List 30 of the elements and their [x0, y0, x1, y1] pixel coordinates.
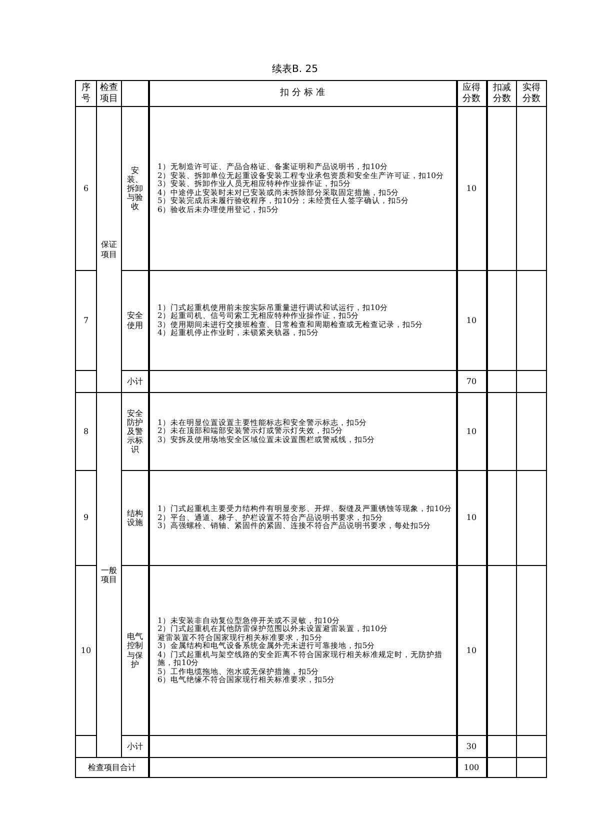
column-header: 实得分数: [522, 83, 540, 104]
table-title: 续表B. 25: [271, 62, 319, 76]
subtotal-label: 小计: [126, 742, 143, 751]
category-label: 保证项目: [101, 240, 117, 258]
full-score: 10: [466, 426, 477, 436]
check-item: 安全使用: [126, 311, 143, 330]
full-score: 10: [466, 646, 477, 655]
row-number: 7: [83, 316, 89, 325]
check-item: 安装、拆卸与验收: [126, 166, 143, 212]
full-score: 10: [466, 316, 477, 325]
row-number: 10: [80, 646, 92, 655]
subtotal-label: 小计: [126, 376, 143, 386]
total-score: 100: [464, 762, 480, 772]
check-item: 结构设施: [126, 508, 143, 527]
total-label: 检查项目合计: [88, 762, 136, 772]
full-score: 10: [466, 184, 477, 193]
column-header: 扣 分 标 准: [280, 88, 325, 98]
column-header: 序号: [82, 83, 90, 104]
row-number: 9: [83, 513, 89, 522]
check-item: 电气控制与保护: [126, 632, 143, 669]
row-number: 8: [83, 426, 89, 436]
row-number: 6: [83, 184, 89, 193]
category-label: 一般项目: [101, 566, 117, 584]
column-header: 检查项目: [100, 83, 118, 104]
column-header: 扣减分数: [492, 83, 511, 104]
subtotal-score: 30: [466, 742, 477, 751]
full-score: 10: [466, 513, 477, 522]
column-header: 应得分数: [462, 83, 480, 104]
check-item: 安全防护及警示标识: [126, 408, 143, 454]
subtotal-score: 70: [466, 376, 477, 386]
